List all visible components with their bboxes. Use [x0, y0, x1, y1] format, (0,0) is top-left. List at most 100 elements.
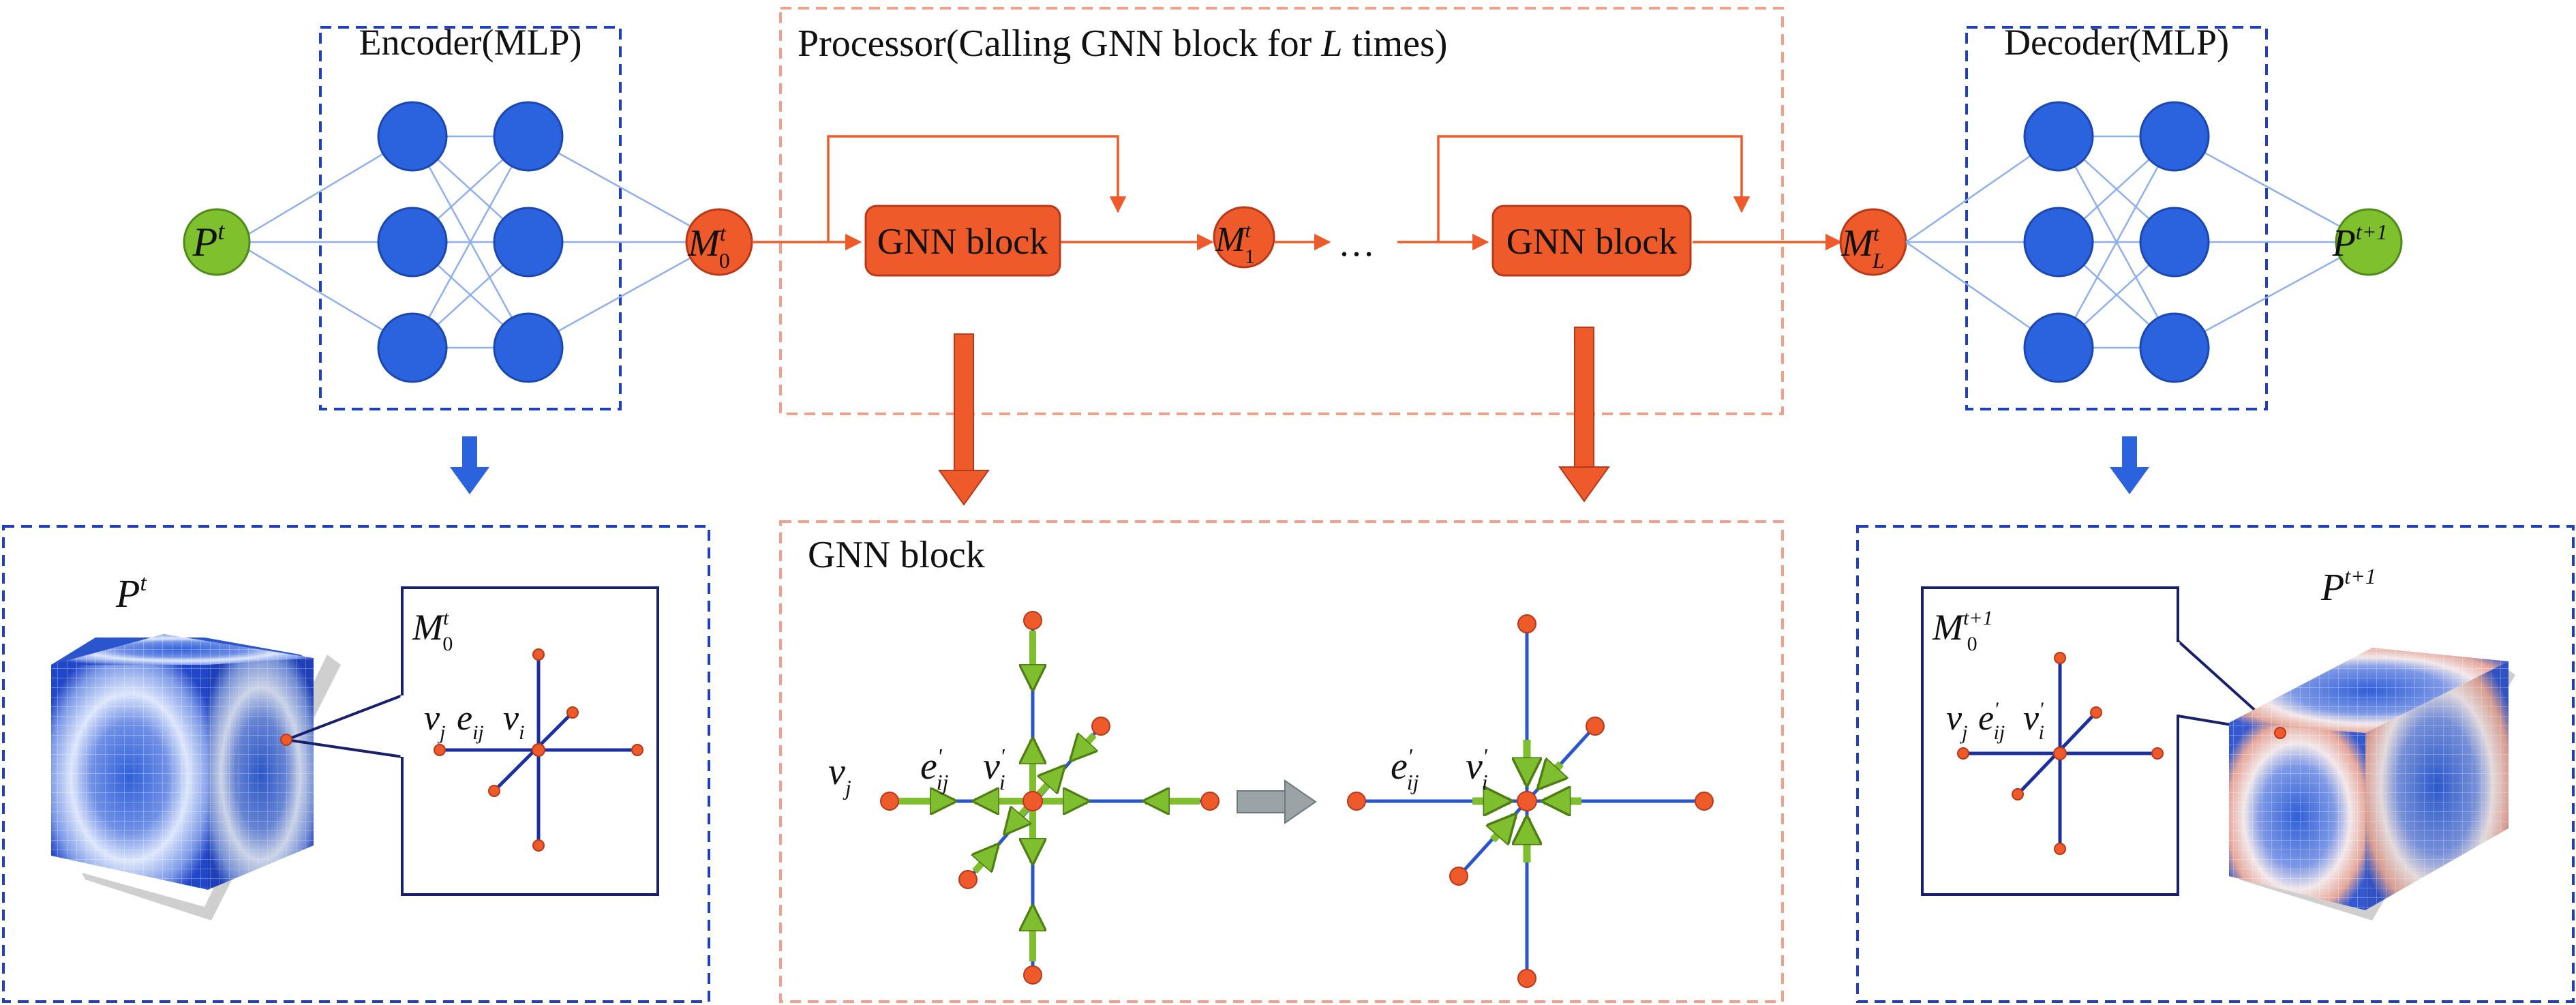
left-vj-sub: j	[437, 721, 445, 744]
decoder-connections	[1905, 135, 2369, 349]
gnn-panel-box	[779, 520, 1784, 1003]
encoder-connections	[234, 135, 720, 349]
left-callout-sup: t	[443, 607, 449, 629]
ml-base: M	[1840, 222, 1875, 265]
left-panel-box	[2, 525, 710, 1003]
ml-sup: t	[1873, 221, 1880, 245]
m0-sub: 0	[719, 248, 730, 273]
left-vi-sub: i	[519, 721, 524, 744]
right-eij-sup: '	[1994, 698, 1999, 721]
right-mini-graph-nodes	[1957, 652, 2164, 855]
p-t1-base: P	[2332, 222, 2356, 265]
right-callout-sub: 0	[1967, 633, 1978, 655]
p-t1-sup: t+1	[2356, 220, 2387, 244]
svg-text:Mt0: Mt0	[412, 607, 453, 655]
gnn-eij-base: e	[920, 745, 937, 787]
svg-text:e'ij: e'ij	[1391, 744, 1419, 794]
encoder-neurons	[377, 101, 564, 383]
processor-title: Processor(Calling GNN block for L times)	[798, 22, 1447, 65]
encoder-neuron	[377, 101, 448, 172]
right-vj-sub: j	[1959, 721, 1967, 744]
processor-box	[779, 7, 1784, 415]
decoder-neuron	[2139, 312, 2210, 383]
m0-base: M	[687, 222, 722, 265]
processor-flow	[752, 135, 1843, 251]
ml-sub: L	[1872, 248, 1885, 273]
encoder-neuron	[377, 207, 448, 278]
gnn-eij2-sup: '	[1408, 744, 1413, 768]
gnn-vi-sub: i	[999, 770, 1005, 794]
right-callout-base: M	[1932, 607, 1965, 648]
svg-text:vi: vi	[503, 699, 524, 744]
gnn-block-2-label: GNN block	[1506, 221, 1677, 262]
encoder-neuron	[493, 312, 564, 383]
down-arrow-decoder	[2110, 436, 2149, 494]
m1-sup: t	[1245, 220, 1251, 242]
right-panel-box	[1856, 525, 2575, 1003]
node-m1	[1213, 206, 1275, 269]
gnn-block-1	[864, 205, 1061, 277]
svg-text:MtL: MtL	[1840, 221, 1884, 273]
decoder-neuron	[2023, 101, 2094, 172]
right-callout	[1921, 586, 2282, 896]
transition-arrow	[1237, 779, 1317, 824]
output-node-p-t1	[2335, 208, 2403, 276]
gnn-vi-sup: '	[1000, 744, 1005, 768]
mesh-cube-p-t1	[2229, 648, 2515, 920]
down-arrow-gnn-2	[1558, 327, 1610, 502]
left-mini-graph-nodes	[434, 648, 643, 852]
encoder-neuron	[493, 101, 564, 172]
svg-text:v'i: v'i	[983, 744, 1005, 794]
left-eij-sub: ij	[472, 721, 484, 744]
svg-text:vj: vj	[1946, 699, 1967, 744]
m0-sup: t	[720, 221, 727, 245]
ellipsis: …	[1338, 223, 1375, 264]
gnn-vi2-sup: '	[1483, 744, 1488, 768]
down-arrow-encoder	[450, 436, 489, 494]
decoder-neuron	[2139, 207, 2210, 278]
decoder-title: Decoder(MLP)	[2004, 22, 2229, 63]
svg-text:vj: vj	[828, 751, 851, 800]
decoder-neuron	[2023, 207, 2094, 278]
left-callout-base: M	[412, 607, 445, 648]
svg-text:e'ij: e'ij	[1978, 698, 2005, 744]
right-vj-base: v	[1946, 699, 1963, 738]
gnn-vi2-sub: i	[1482, 770, 1488, 794]
svg-text:vj: vj	[424, 699, 445, 744]
svg-text:Pt+1: Pt+1	[2320, 564, 2376, 609]
svg-text:Pt: Pt	[115, 571, 147, 616]
left-cube-label-base: P	[115, 571, 140, 616]
input-node-p-t	[183, 208, 251, 276]
decoder-neurons	[2023, 101, 2210, 383]
svg-text:v'i: v'i	[2023, 698, 2044, 744]
gnn-graph-before	[880, 611, 1219, 985]
right-vi-base: v	[2023, 699, 2040, 738]
left-cube-label-sup: t	[140, 571, 147, 596]
decoder-neuron	[2023, 312, 2094, 383]
right-vi-sup: '	[2039, 698, 2044, 721]
left-vi-base: v	[503, 699, 519, 738]
gnn-eij-sub: ij	[937, 770, 949, 794]
right-eij-base: e	[1978, 699, 1994, 738]
svg-text:Pt+1: Pt+1	[2332, 220, 2388, 265]
svg-text:Mt+10: Mt+1 0	[1932, 607, 1993, 655]
gnn-panel-title: GNN block	[808, 534, 985, 576]
decoder-neuron	[2139, 101, 2210, 172]
gnn-vj-sub: j	[843, 775, 851, 800]
gnn-vi-base: v	[983, 745, 1000, 787]
svg-text:v'i: v'i	[1466, 744, 1488, 794]
svg-text:Pt: Pt	[192, 217, 226, 265]
right-cube-label-base: P	[2320, 567, 2344, 609]
p-t-sup: t	[217, 217, 225, 245]
svg-text:Mt1: Mt1	[1215, 220, 1255, 268]
decoder-box	[1965, 26, 2268, 410]
p-t-base: P	[192, 220, 218, 265]
right-cube-label-sup: t+1	[2344, 564, 2376, 588]
gnn-eij-sup: '	[937, 744, 943, 768]
right-callout-sup: t+1	[1963, 607, 1993, 629]
gnn-block-1-label: GNN block	[877, 221, 1048, 262]
right-vi-sub: i	[2039, 721, 2044, 744]
m1-sub: 1	[1245, 245, 1255, 268]
left-callout	[280, 586, 659, 896]
gnn-eij2-sub: ij	[1407, 770, 1419, 794]
